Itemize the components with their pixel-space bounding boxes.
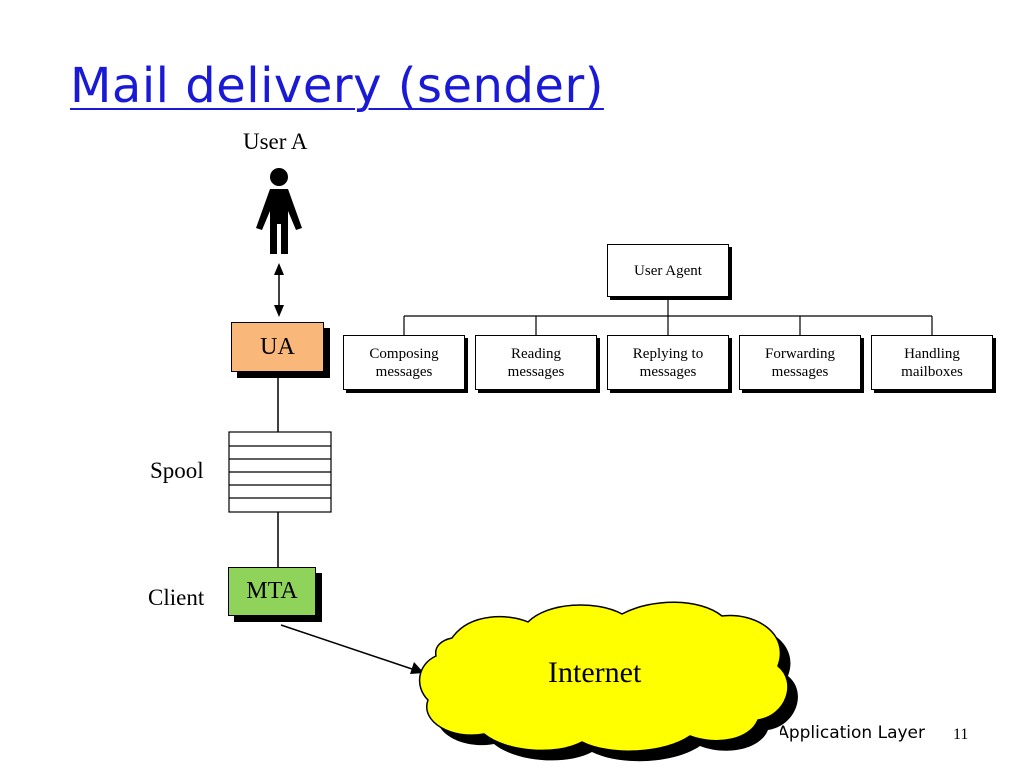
tree-connectors xyxy=(403,297,933,335)
ua-box-label: UA xyxy=(260,333,295,360)
function-label-reading: Reading messages xyxy=(507,345,565,380)
function-box-composing: Composing messages xyxy=(343,335,465,390)
user-agent-root-label: User Agent xyxy=(634,262,702,279)
user-a-label: User A xyxy=(243,129,308,154)
internet-label: Internet xyxy=(548,656,642,689)
footer-label: Application Layer xyxy=(780,723,925,743)
slide-title: Mail delivery (sender) xyxy=(70,58,604,114)
ua-box: UA xyxy=(231,322,324,372)
internet-cloud xyxy=(418,601,798,762)
spool-label: Spool xyxy=(150,458,204,483)
page-number: 11 xyxy=(953,726,969,743)
spool-stack xyxy=(228,431,332,513)
mta-box-label: MTA xyxy=(246,578,298,604)
function-box-reading: Reading messages xyxy=(475,335,597,390)
function-box-forwarding: Forwarding messages xyxy=(739,335,861,390)
function-label-replying: Replying to messages xyxy=(632,345,704,380)
function-box-handling: Handling mailboxes xyxy=(871,335,993,390)
function-label-forwarding: Forwarding messages xyxy=(765,345,835,380)
user-agent-root-box: User Agent xyxy=(607,244,729,297)
function-box-replying: Replying to messages xyxy=(607,335,729,390)
mta-internet-arrow xyxy=(280,624,424,674)
double-arrow-icon xyxy=(274,263,284,317)
person-icon xyxy=(256,168,302,254)
client-label: Client xyxy=(148,585,205,610)
function-label-handling: Handling mailboxes xyxy=(901,345,963,380)
function-label-composing: Composing messages xyxy=(369,345,439,380)
mta-box: MTA xyxy=(228,567,316,616)
